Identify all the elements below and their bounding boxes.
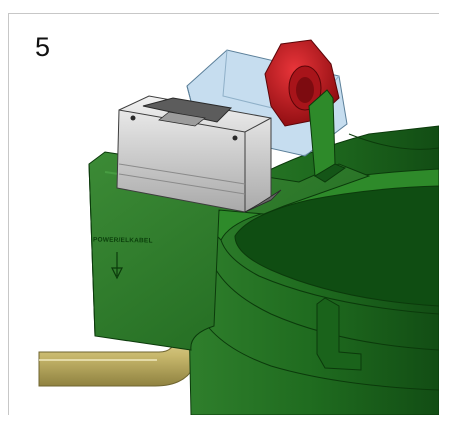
step-number: 5 (35, 32, 51, 62)
power-cable-label: POWER/ELKABEL (92, 236, 153, 245)
illustration-frame: 5 POWER/ELKABEL (8, 13, 439, 415)
green-fin (308, 89, 347, 183)
tank-assembly-illustration (38, 39, 439, 415)
arrow-down-icon (111, 252, 123, 280)
grey-junction-box (116, 95, 282, 213)
